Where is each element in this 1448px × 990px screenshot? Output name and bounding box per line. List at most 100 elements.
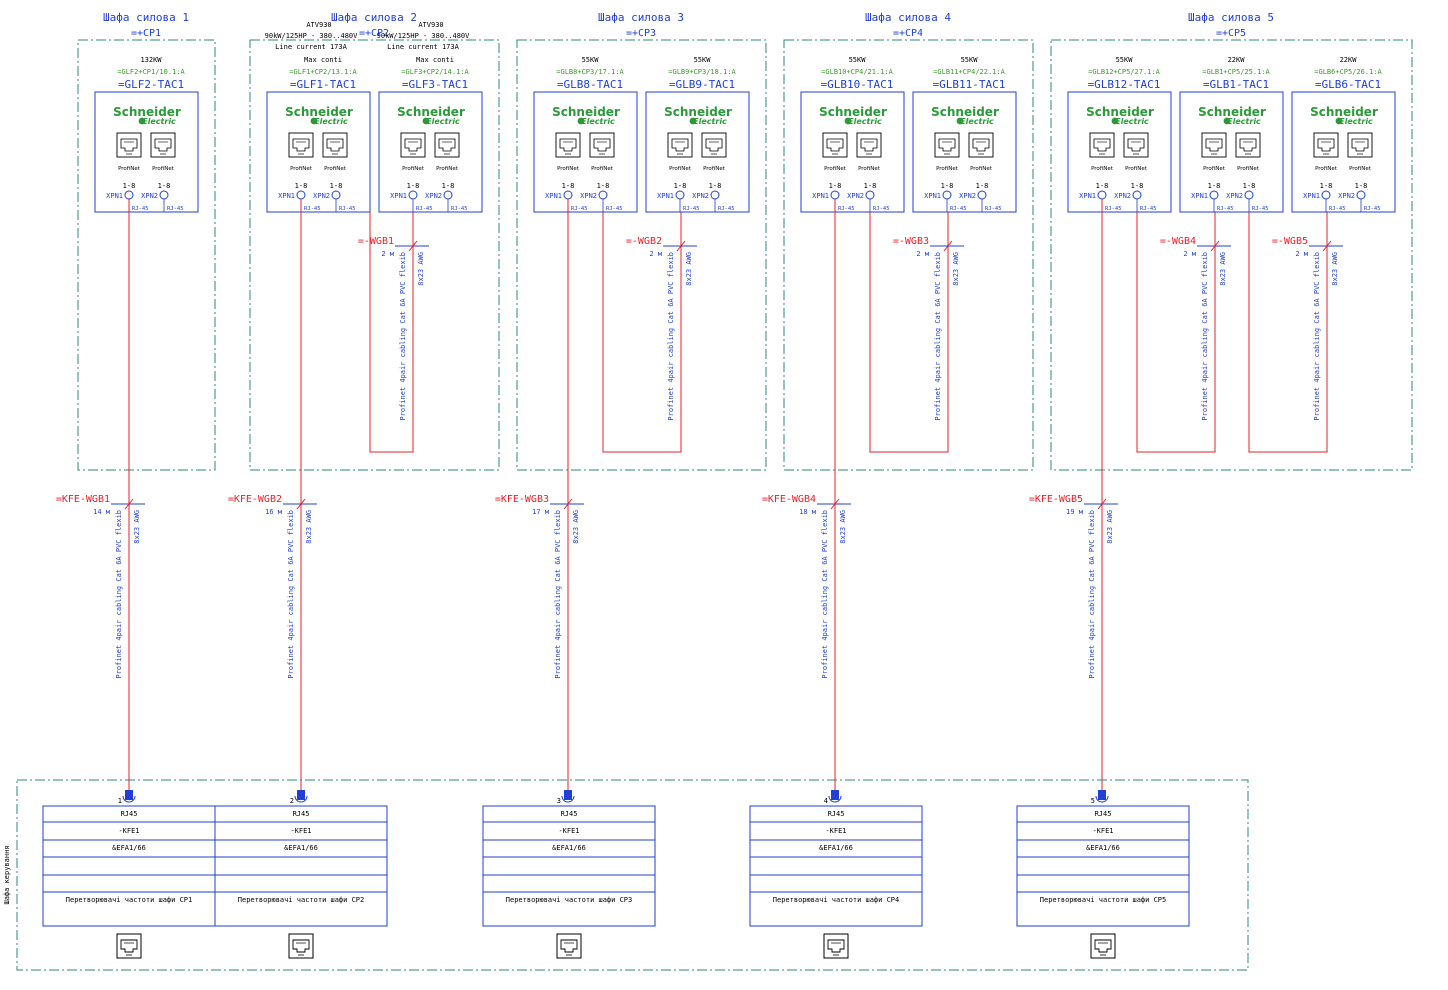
ethernet-port-icon xyxy=(1123,132,1149,158)
xpn1-connector xyxy=(296,190,306,200)
main-cable-name: =KFE-WGB3 xyxy=(495,494,549,505)
profinet-label: ProfiNet xyxy=(1237,166,1260,172)
inner-cable-name: =-WGB2 xyxy=(626,236,662,247)
brand-leaf-icon xyxy=(310,117,318,125)
device-power: Max conti xyxy=(304,56,342,64)
device-ref: =GLB6+CP5/26.1:A xyxy=(1314,68,1382,76)
xpn2-connector xyxy=(443,190,453,200)
pin-range: 1-8 xyxy=(1208,182,1221,190)
pin-range: 1-8 xyxy=(295,182,308,190)
drive-current: Line current 173A xyxy=(275,43,347,51)
rj45-label: RJ-45 xyxy=(718,206,735,212)
xpn1-connector xyxy=(942,190,952,200)
device-name: =GLB12-TAC1 xyxy=(1088,78,1161,91)
terminal-device: -KFE1 xyxy=(118,827,139,835)
profinet-label: ProfiNet xyxy=(970,166,993,172)
profinet-label: ProfiNet xyxy=(152,166,175,172)
ethernet-port-icon xyxy=(822,132,848,158)
rj45-socket-icon xyxy=(556,933,582,959)
terminal-table xyxy=(42,805,216,927)
cabinet-title: Шафа силова 3 xyxy=(598,11,684,24)
brand-leaf-icon xyxy=(1111,117,1119,125)
device-ref: =GLB11+CP4/22.1:A xyxy=(933,68,1005,76)
device-box xyxy=(912,91,1017,213)
terminal-device: -KFE1 xyxy=(825,827,846,835)
ethernet-port-icon xyxy=(150,132,176,158)
cable-spec: Profinet 4pair cabling Cat 6A PVC flexib xyxy=(934,252,942,421)
cabinet-title: Шафа силова 4 xyxy=(865,11,951,24)
pin-range: 1-8 xyxy=(123,182,136,190)
xpn1-connector xyxy=(675,190,685,200)
xpn2-connector xyxy=(598,190,608,200)
xpn2-label: XPN2 xyxy=(141,192,158,200)
device-7: 55KW=GLB11+CP4/22.1:A=GLB11-TAC1Schneide… xyxy=(912,56,1017,213)
brand-logo-text: Schneider xyxy=(113,105,181,119)
pin-range: 1-8 xyxy=(597,182,610,190)
xpn2-label: XPN2 xyxy=(425,192,442,200)
cabinet-code: =+CP1 xyxy=(131,28,161,39)
drive-rating: 90kW/125HP - 380..480V xyxy=(265,32,359,40)
profinet-label: ProfiNet xyxy=(324,166,347,172)
brand-logo-text: Schneider xyxy=(819,105,887,119)
device-10: 22KW=GLB6+CP5/26.1:A=GLB6-TAC1SchneiderE… xyxy=(1291,56,1396,213)
cabinet-frame-3 xyxy=(516,39,767,471)
main-cable-name: =KFE-WGB5 xyxy=(1029,494,1083,505)
device-power: Max conti xyxy=(416,56,454,64)
device-power: 55KW xyxy=(1116,56,1134,64)
terminal-plug xyxy=(125,790,133,800)
device-power: 55KW xyxy=(961,56,979,64)
terminal-type: RJ45 xyxy=(121,810,138,818)
xpn2-connector xyxy=(865,190,875,200)
profinet-label: ProfiNet xyxy=(824,166,847,172)
terminal-location: &EFA1/66 xyxy=(112,844,146,852)
terminal-table xyxy=(214,805,388,927)
pin-range: 1-8 xyxy=(1243,182,1256,190)
brand-logo-text: Schneider xyxy=(552,105,620,119)
xpn2-label: XPN2 xyxy=(313,192,330,200)
terminal-location: &EFA1/66 xyxy=(1086,844,1120,852)
xpn1-connector xyxy=(1209,190,1219,200)
device-6: 55KW=GLB10+CP4/21.1:A=GLB10-TAC1Schneide… xyxy=(800,56,905,213)
cable-spec: Profinet 4pair cabling Cat 6A PVC flexib xyxy=(287,510,295,679)
xpn2-label: XPN2 xyxy=(1226,192,1243,200)
cable-spec: Profinet 4pair cabling Cat 6A PVC flexib xyxy=(115,510,123,679)
rj45-label: RJ-45 xyxy=(339,206,356,212)
xpn2-connector xyxy=(331,190,341,200)
drive-rating: 90kW/125HP - 380..480V xyxy=(377,32,471,40)
pin-range: 1-8 xyxy=(864,182,877,190)
brand-leaf-icon xyxy=(689,117,697,125)
profinet-label: ProfiNet xyxy=(1125,166,1148,172)
inner-cable-length: 2 м xyxy=(916,250,929,258)
pin-range: 1-8 xyxy=(1355,182,1368,190)
main-cable-length: 16 м xyxy=(265,508,283,516)
cable-gauge: 8x23 AWG xyxy=(1219,252,1227,286)
xpn2-connector xyxy=(977,190,987,200)
profinet-label: ProfiNet xyxy=(703,166,726,172)
brand-leaf-icon xyxy=(138,117,146,125)
rj45-socket-icon xyxy=(823,933,849,959)
drive-model: ATV930 xyxy=(306,21,331,29)
device-ref: =GLB12+CP5/27.1:A xyxy=(1088,68,1160,76)
brand-logo-sub: Electric xyxy=(426,117,460,126)
ethernet-port-icon xyxy=(322,132,348,158)
brand-logo-sub: Electric xyxy=(142,117,176,126)
terminal-description: Перетворювачі частоти шафи CP5 xyxy=(1040,896,1166,904)
rj45-label: RJ-45 xyxy=(873,206,890,212)
device-3: Max conti=GLF3+CP2/14.1:A=GLF3-TAC1Schne… xyxy=(378,56,483,213)
profinet-label: ProfiNet xyxy=(1203,166,1226,172)
rj45-label: RJ-45 xyxy=(683,206,700,212)
brand-logo-text: Schneider xyxy=(931,105,999,119)
device-box xyxy=(1067,91,1172,213)
ethernet-port-icon xyxy=(1313,132,1339,158)
pin-range: 1-8 xyxy=(1131,182,1144,190)
profinet-label: ProfiNet xyxy=(858,166,881,172)
xpn1-label: XPN1 xyxy=(545,192,562,200)
xpn1-label: XPN1 xyxy=(1079,192,1096,200)
cable-gauge: 8x23 AWG xyxy=(952,252,960,286)
brand-logo-sub: Electric xyxy=(314,117,348,126)
